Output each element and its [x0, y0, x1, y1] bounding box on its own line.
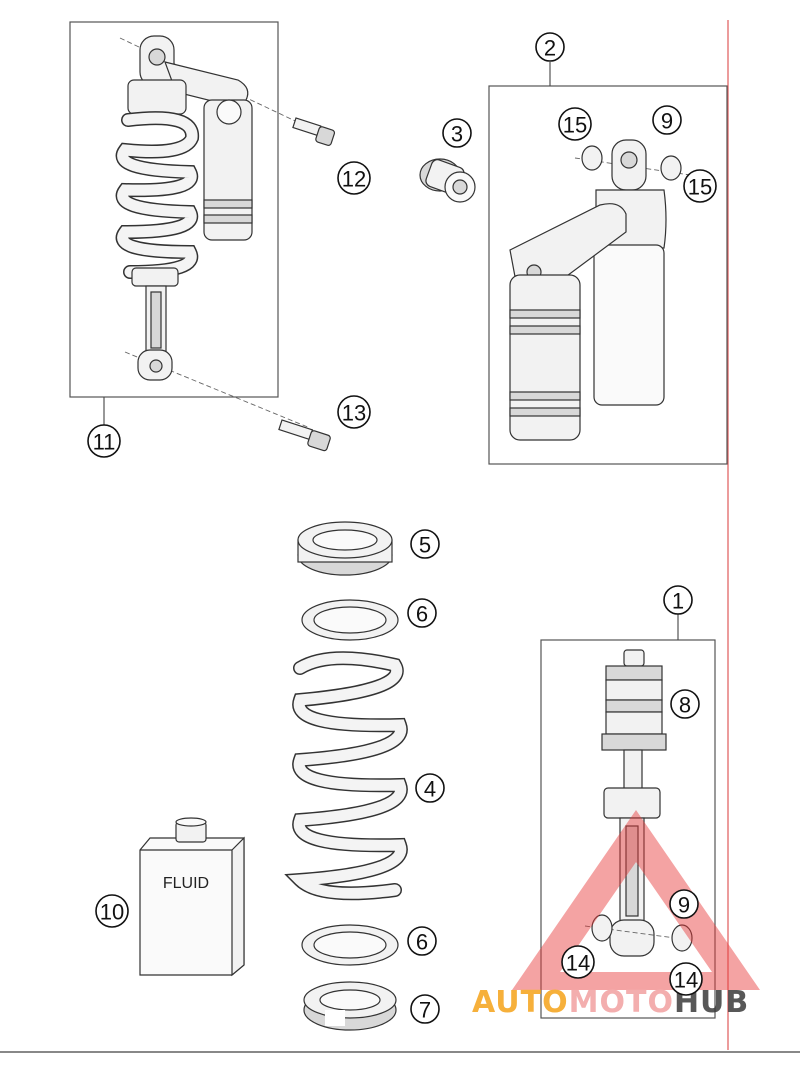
svg-text:15: 15 — [563, 113, 587, 138]
svg-text:10: 10 — [100, 900, 124, 925]
svg-text:8: 8 — [679, 693, 691, 718]
adjusting-nut-5 — [297, 521, 393, 576]
svg-text:9: 9 — [661, 109, 673, 134]
callout-15-left: 15 — [558, 107, 592, 141]
svg-text:12: 12 — [342, 167, 366, 192]
coil-spring-4 — [284, 651, 408, 901]
svg-text:6: 6 — [416, 602, 428, 627]
callout-12: 12 — [337, 161, 371, 195]
svg-text:14: 14 — [566, 951, 590, 976]
automotohub-watermark: AUTOMOTOHUB — [472, 810, 760, 1020]
callout-5: 5 — [410, 529, 440, 559]
svg-text:9: 9 — [678, 893, 690, 918]
callout-1: 1 — [663, 585, 693, 615]
callout-4: 4 — [415, 773, 445, 803]
callout-15-right: 15 — [683, 169, 717, 203]
watermark-auto: AUTO — [472, 985, 569, 1020]
svg-text:4: 4 — [424, 777, 436, 802]
callout-3: 3 — [442, 118, 472, 148]
callout-10: 10 — [95, 894, 129, 928]
bushing-14-left — [591, 914, 613, 942]
assembly-11-frame — [69, 21, 279, 398]
callout-2: 2 — [535, 32, 565, 62]
bushing-15-right — [660, 155, 682, 181]
shock-assembly-11 — [69, 21, 336, 452]
svg-text:2: 2 — [544, 36, 556, 61]
washer-6-bottom — [301, 924, 399, 966]
callout-9-bottom: 9 — [669, 889, 699, 919]
adjuster-part-3 — [419, 158, 476, 203]
svg-text:7: 7 — [419, 998, 431, 1023]
damper-rod-assembly-1 — [540, 614, 716, 1019]
assembly-2-frame — [488, 85, 728, 465]
washer-6-top — [301, 599, 399, 641]
spring-retainer-7 — [303, 981, 397, 1031]
callout-9-top: 9 — [652, 105, 682, 135]
svg-text:14: 14 — [674, 968, 698, 993]
bolt-12 — [292, 117, 336, 146]
fluid-label: FLUID — [163, 875, 209, 892]
svg-text:15: 15 — [688, 175, 712, 200]
callout-14-right: 14 — [669, 962, 703, 996]
svg-text:AUTOMOTOHUB: AUTOMOTOHUB — [472, 985, 749, 1020]
watermark-moto: MOTO — [569, 985, 674, 1020]
callout-14-left: 14 — [561, 945, 595, 979]
watermark-triangle-icon — [512, 810, 760, 990]
svg-text:11: 11 — [93, 430, 116, 455]
callout-6-bottom: 6 — [407, 926, 437, 956]
callout-11: 11 — [87, 424, 121, 458]
bushing-14-right — [671, 924, 693, 952]
fluid-bottle-10 — [139, 817, 245, 977]
svg-text:6: 6 — [416, 930, 428, 955]
bushing-15-left — [581, 145, 603, 171]
svg-text:5: 5 — [419, 533, 431, 558]
svg-text:1: 1 — [672, 589, 684, 614]
callout-7: 7 — [410, 994, 440, 1024]
assembly-1-frame — [540, 639, 716, 1019]
callout-13: 13 — [337, 395, 371, 429]
bolt-13 — [278, 419, 331, 452]
callout-6-top: 6 — [407, 598, 437, 628]
svg-text:3: 3 — [451, 122, 463, 147]
svg-text:13: 13 — [342, 401, 366, 426]
shock-body-assembly-2 — [488, 62, 728, 465]
callout-8: 8 — [670, 689, 700, 719]
